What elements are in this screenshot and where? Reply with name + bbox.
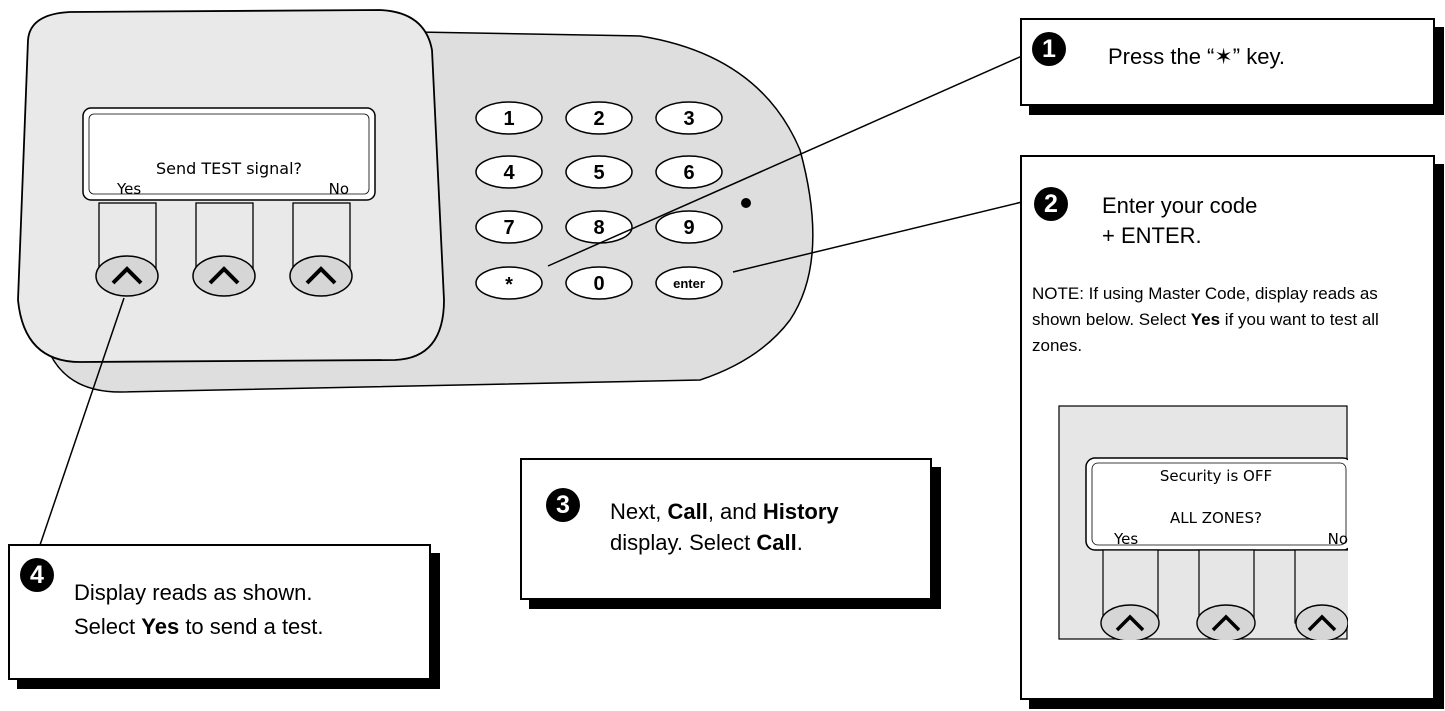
svg-text:0: 0 xyxy=(593,273,604,295)
lcd-soft-left: Yes xyxy=(116,180,141,198)
key-4[interactable]: 4 xyxy=(475,155,543,189)
step2-line2: + ENTER. xyxy=(1102,223,1202,248)
step1-text: Press the “✶” key. xyxy=(1108,44,1285,69)
step2-lcd-line-1: Security is OFF xyxy=(1160,467,1272,485)
step2-line1: Enter your code xyxy=(1102,193,1258,218)
svg-text:3: 3 xyxy=(683,108,694,130)
step2-callout: 2 Enter your code + ENTER. NOTE: If usin… xyxy=(1020,155,1435,700)
key-5[interactable]: 5 xyxy=(565,155,633,189)
lcd-screen xyxy=(82,107,376,201)
step4-line2: Select Yes to send a test. xyxy=(74,614,324,639)
lcd-line-1: Send TEST signal? xyxy=(156,159,302,178)
svg-text:*: * xyxy=(505,274,513,296)
key-1[interactable]: 1 xyxy=(475,101,543,135)
soft-key-right[interactable] xyxy=(289,202,353,297)
key-7[interactable]: 7 xyxy=(475,210,543,244)
lcd-soft-right: No xyxy=(329,180,349,198)
step2-soft-key-left xyxy=(1100,549,1160,640)
key-0[interactable]: 0 xyxy=(565,266,633,300)
key-8[interactable]: 8 xyxy=(565,210,633,244)
key-star[interactable]: * xyxy=(475,266,543,300)
step4-callout: 4 Display reads as shown. Select Yes to … xyxy=(8,544,431,680)
step1-number: 1 xyxy=(1032,32,1066,66)
step4-line1: Display reads as shown. xyxy=(74,580,313,605)
key-6[interactable]: 6 xyxy=(655,155,723,189)
step2-lcd-line-2: ALL ZONES? xyxy=(1170,509,1262,527)
svg-text:7: 7 xyxy=(503,217,514,239)
step2-lcd-soft-left: Yes xyxy=(1113,530,1138,548)
step2-note: NOTE: If using Master Code, display read… xyxy=(1032,284,1379,355)
svg-text:4: 4 xyxy=(503,162,515,184)
status-led xyxy=(741,198,751,208)
soft-key-left[interactable] xyxy=(95,202,159,297)
svg-text:enter: enter xyxy=(673,276,705,291)
soft-key-middle[interactable] xyxy=(192,202,256,297)
step3-number: 3 xyxy=(546,488,580,522)
step2-soft-key-right xyxy=(1294,549,1348,640)
svg-text:2: 2 xyxy=(593,108,604,130)
svg-text:6: 6 xyxy=(683,162,694,184)
step3-callout: 3 Next, Call, and History display. Selec… xyxy=(520,458,932,600)
leader-step2 xyxy=(732,201,1023,273)
step2-display-illustration: Security is OFF ALL ZONES? Yes No xyxy=(1058,405,1348,640)
key-9[interactable]: 9 xyxy=(655,210,723,244)
step3-text: Next, Call, and History display. Select … xyxy=(610,499,839,555)
step2-number: 2 xyxy=(1034,187,1068,221)
svg-text:8: 8 xyxy=(593,217,604,239)
key-3[interactable]: 3 xyxy=(655,101,723,135)
step1-callout: 1 Press the “✶” key. xyxy=(1020,18,1435,106)
step4-number: 4 xyxy=(20,558,54,592)
step2-lcd-soft-right: No xyxy=(1328,530,1348,548)
svg-text:1: 1 xyxy=(503,108,514,130)
leader-step4 xyxy=(39,297,125,546)
key-2[interactable]: 2 xyxy=(565,101,633,135)
leader-step1 xyxy=(547,55,1023,267)
svg-text:9: 9 xyxy=(683,217,694,239)
step2-soft-key-middle xyxy=(1196,549,1256,640)
key-enter[interactable]: enter xyxy=(655,266,723,300)
svg-text:5: 5 xyxy=(593,162,604,184)
